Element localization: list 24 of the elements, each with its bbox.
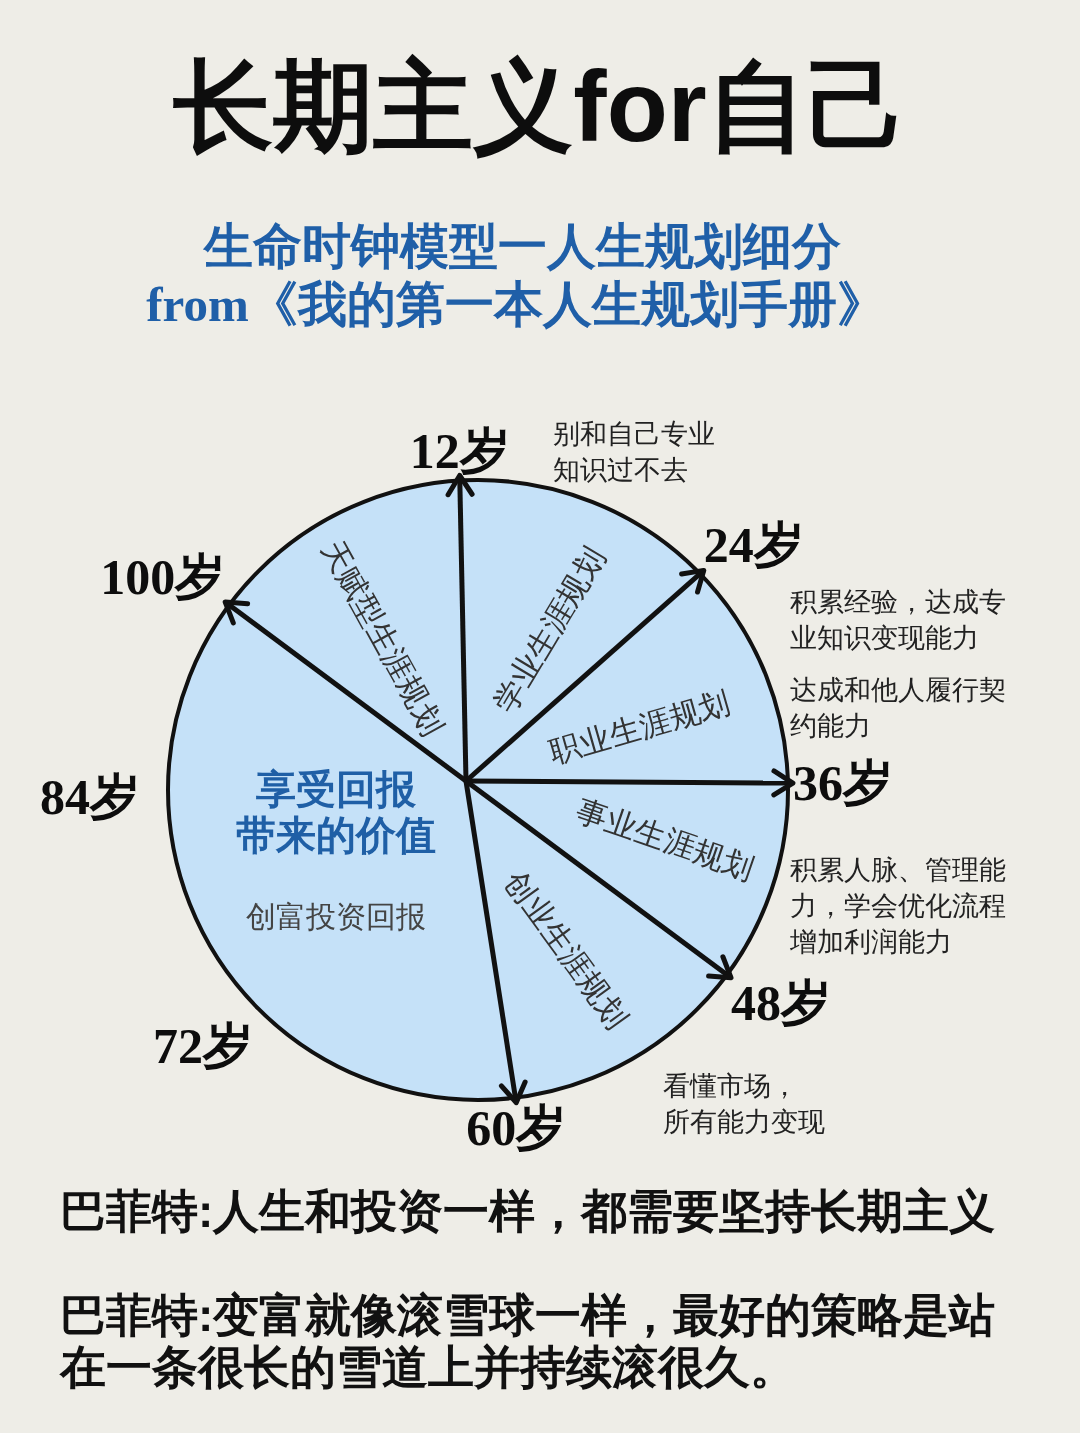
age-label: 60岁 (466, 1102, 567, 1153)
arrow (222, 599, 468, 783)
age-label: 48岁 (731, 977, 831, 1028)
arrow (463, 780, 528, 1106)
note-text: 别和自己专业知识过不去 (553, 418, 716, 487)
subtitle: from《我的第一本人生规划手册》 (146, 278, 886, 332)
age-label: 100岁 (100, 552, 226, 602)
age-label: 12岁 (409, 425, 510, 476)
title: 长期主义for自己 (173, 54, 907, 159)
center-text: 创富投资回报 (246, 899, 426, 933)
sector-label: 天赋型生涯规划 (314, 534, 450, 742)
age-label: 36岁 (792, 758, 893, 809)
age-label: 72岁 (153, 1021, 253, 1071)
arrow (466, 768, 796, 798)
age-label: 84岁 (40, 772, 140, 822)
subtitle: 生命时钟模型一人生规划细分 (203, 220, 841, 274)
note-text: 看懂市场，所有能力变现 (663, 1070, 826, 1139)
note-text: 积累人脉、管理能力，学会优化流程增加利润能力 (790, 854, 1007, 959)
center-heading: 享受回报带来的价值 (236, 766, 436, 858)
quote-text: 巴菲特:变富就像滚雪球一样，最好的策略是站在一条很长的雪道上并持续滚很久。 (60, 1290, 997, 1394)
note-text: 积累经验，达成专业知识变现能力 (790, 586, 1007, 655)
note-text: 达成和他人履行契约能力 (790, 674, 1007, 743)
age-label: 24岁 (703, 520, 804, 571)
quote-text: 巴菲特:人生和投资一样，都需要坚持长期主义 (60, 1186, 996, 1238)
